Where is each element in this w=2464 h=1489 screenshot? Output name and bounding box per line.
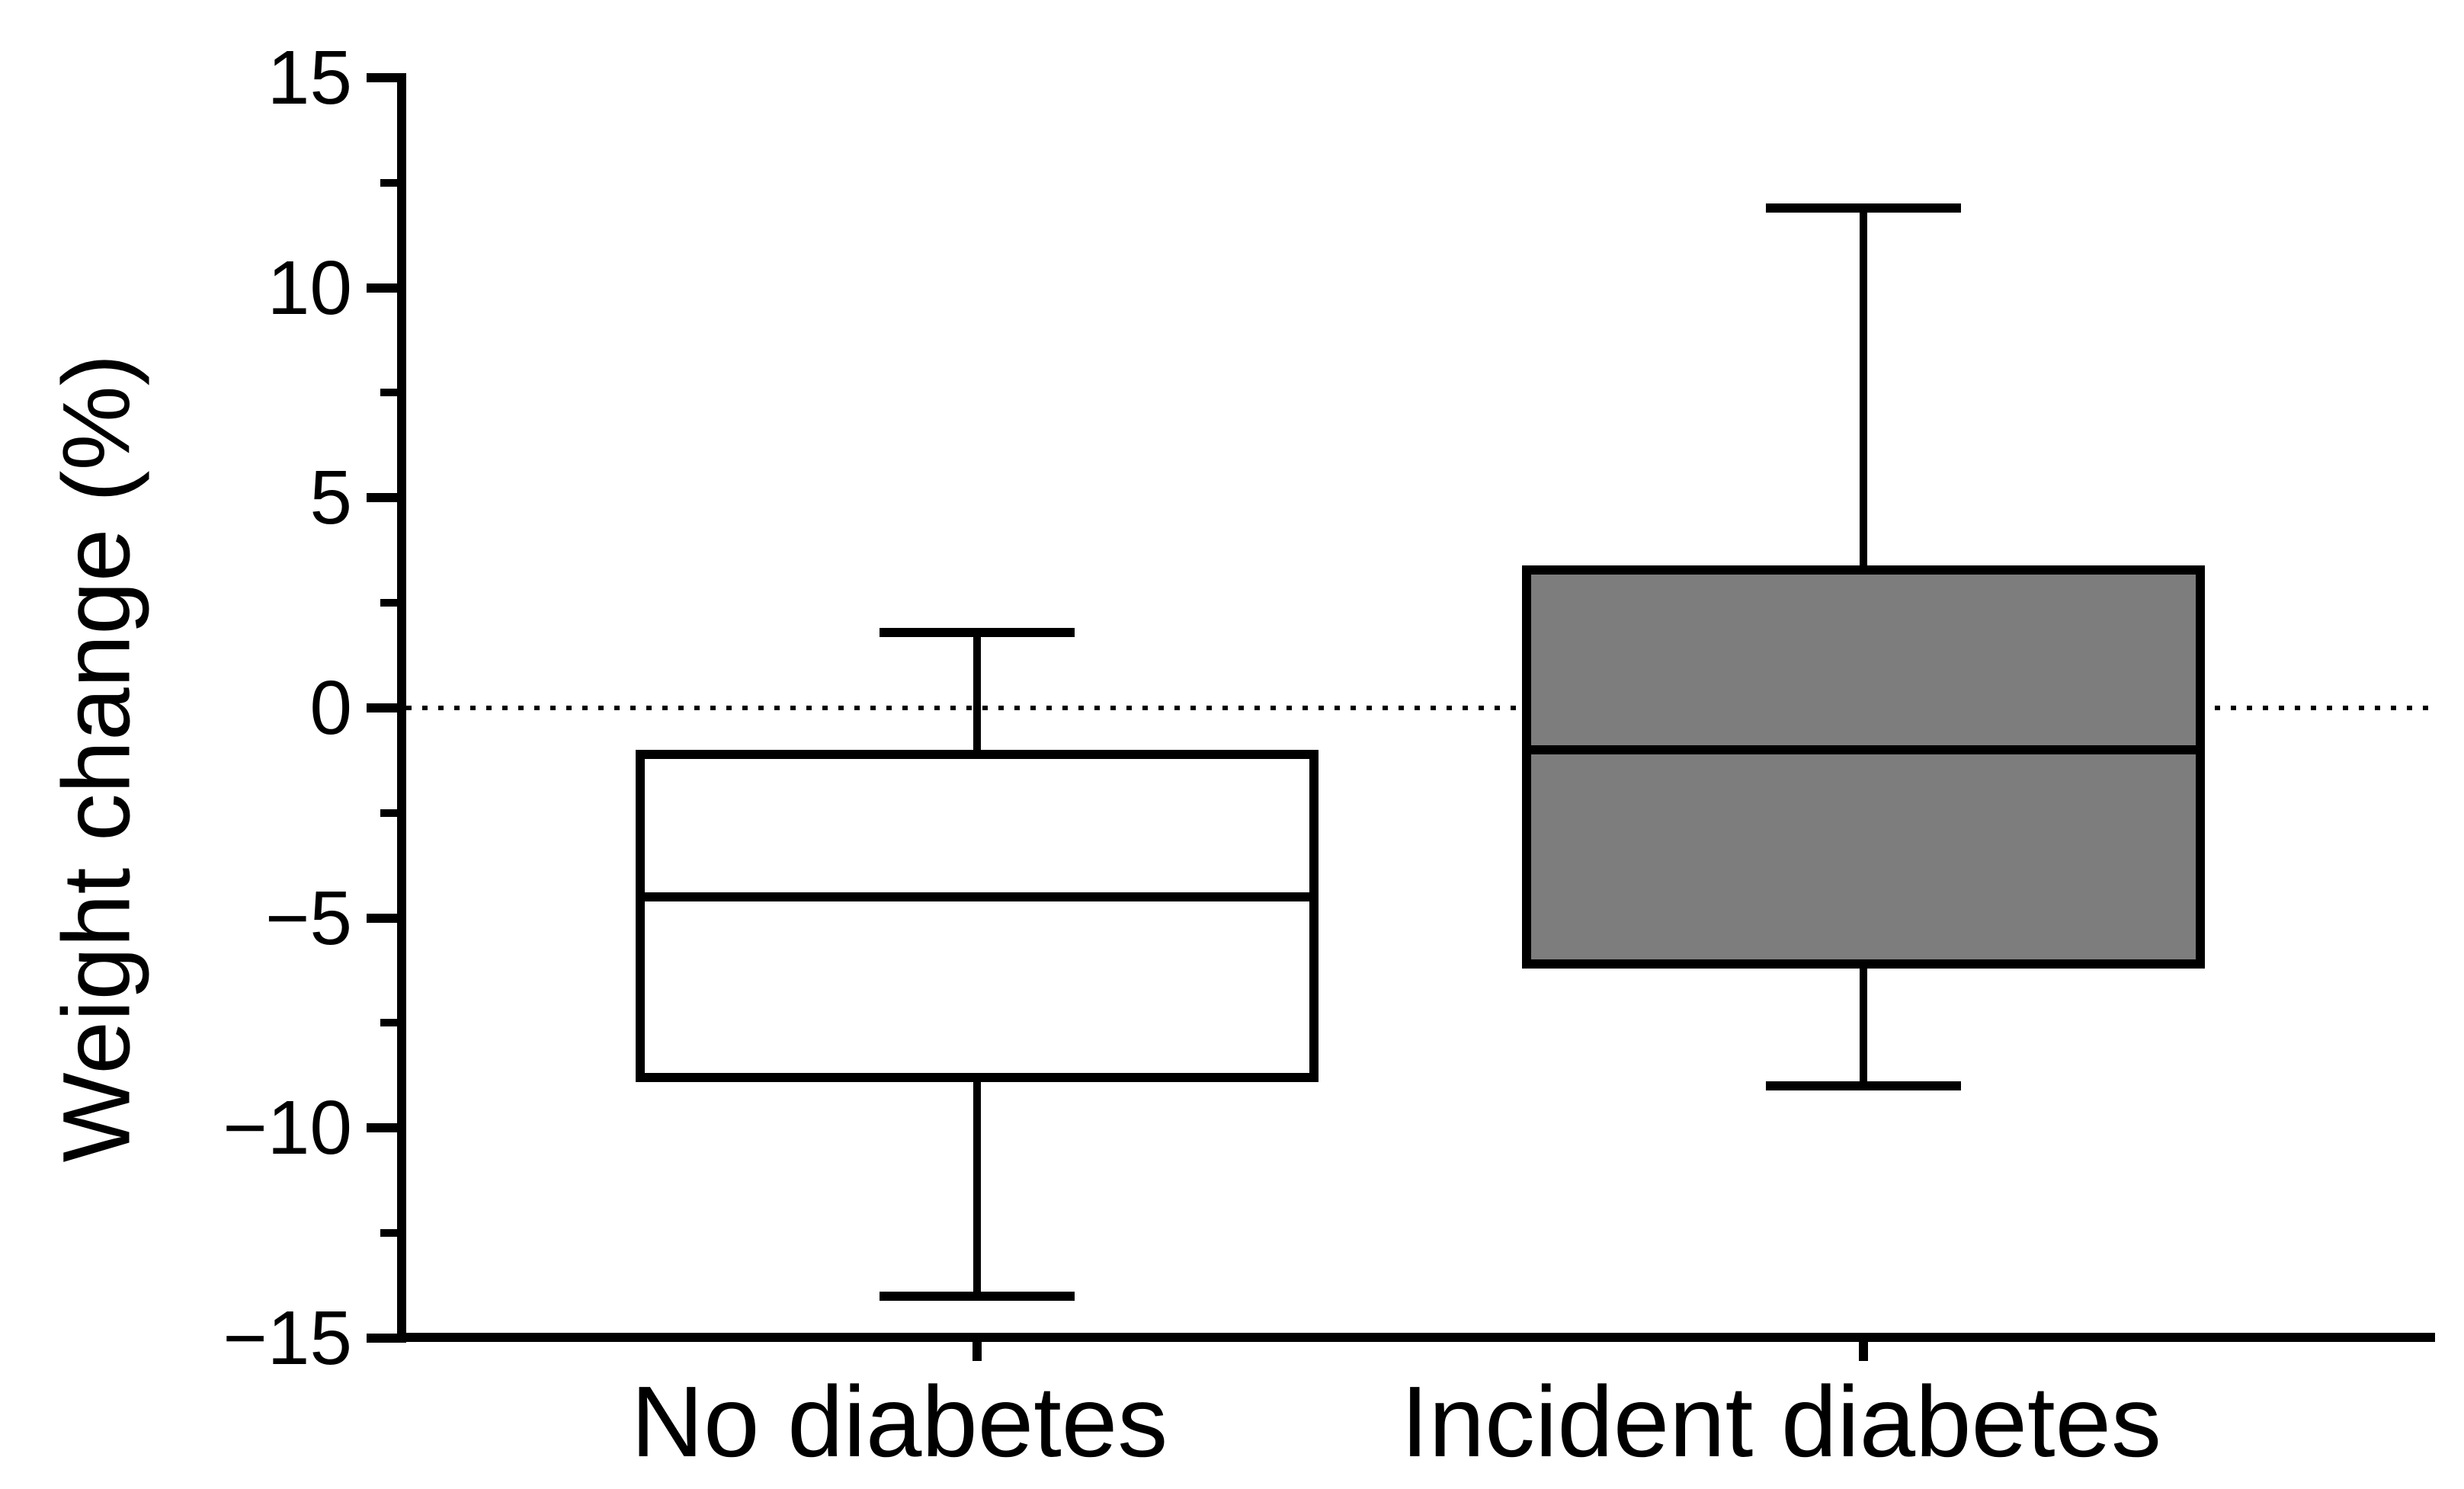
y-major-tick [367, 493, 397, 502]
y-major-tick [367, 1334, 397, 1343]
x-category-tick [972, 1333, 982, 1361]
y-tick-label: −5 [264, 876, 352, 961]
whisker-upper-cap [1766, 203, 1961, 213]
whisker-upper-line [973, 632, 981, 750]
y-major-tick [367, 283, 397, 293]
category-label: No diabetes [630, 1366, 1168, 1478]
whisker-upper-line [1860, 208, 1867, 565]
whisker-upper-cap [880, 628, 1075, 637]
box-incident-diabetes [1522, 565, 2205, 969]
y-major-tick [367, 73, 397, 82]
y-minor-tick [380, 809, 397, 817]
category-label: Incident diabetes [1400, 1366, 2162, 1478]
whisker-lower-line [1860, 969, 1867, 1086]
median-line [636, 892, 1319, 901]
x-category-tick [1859, 1333, 1868, 1361]
y-tick-label: 10 [267, 245, 352, 331]
y-tick-label: −15 [223, 1295, 352, 1381]
y-tick-label: 0 [309, 665, 352, 751]
y-minor-tick [380, 389, 397, 396]
box-no-diabetes [636, 750, 1319, 1082]
y-major-tick [367, 703, 397, 712]
y-tick-label: 5 [309, 455, 352, 540]
y-minor-tick [380, 1229, 397, 1237]
y-minor-tick [380, 1019, 397, 1026]
y-tick-label: −10 [223, 1085, 352, 1170]
y-major-tick [367, 914, 397, 923]
whisker-lower-cap [1766, 1081, 1961, 1090]
y-minor-tick [380, 179, 397, 187]
y-major-tick [367, 1123, 397, 1132]
zero-reference-line [406, 706, 2428, 710]
y-minor-tick [380, 599, 397, 607]
whisker-lower-cap [880, 1292, 1075, 1301]
y-axis-line [397, 73, 406, 1343]
median-line [1522, 745, 2205, 754]
x-axis-line [397, 1333, 2435, 1342]
whisker-lower-line [973, 1082, 981, 1296]
y-tick-label: 15 [267, 35, 352, 120]
